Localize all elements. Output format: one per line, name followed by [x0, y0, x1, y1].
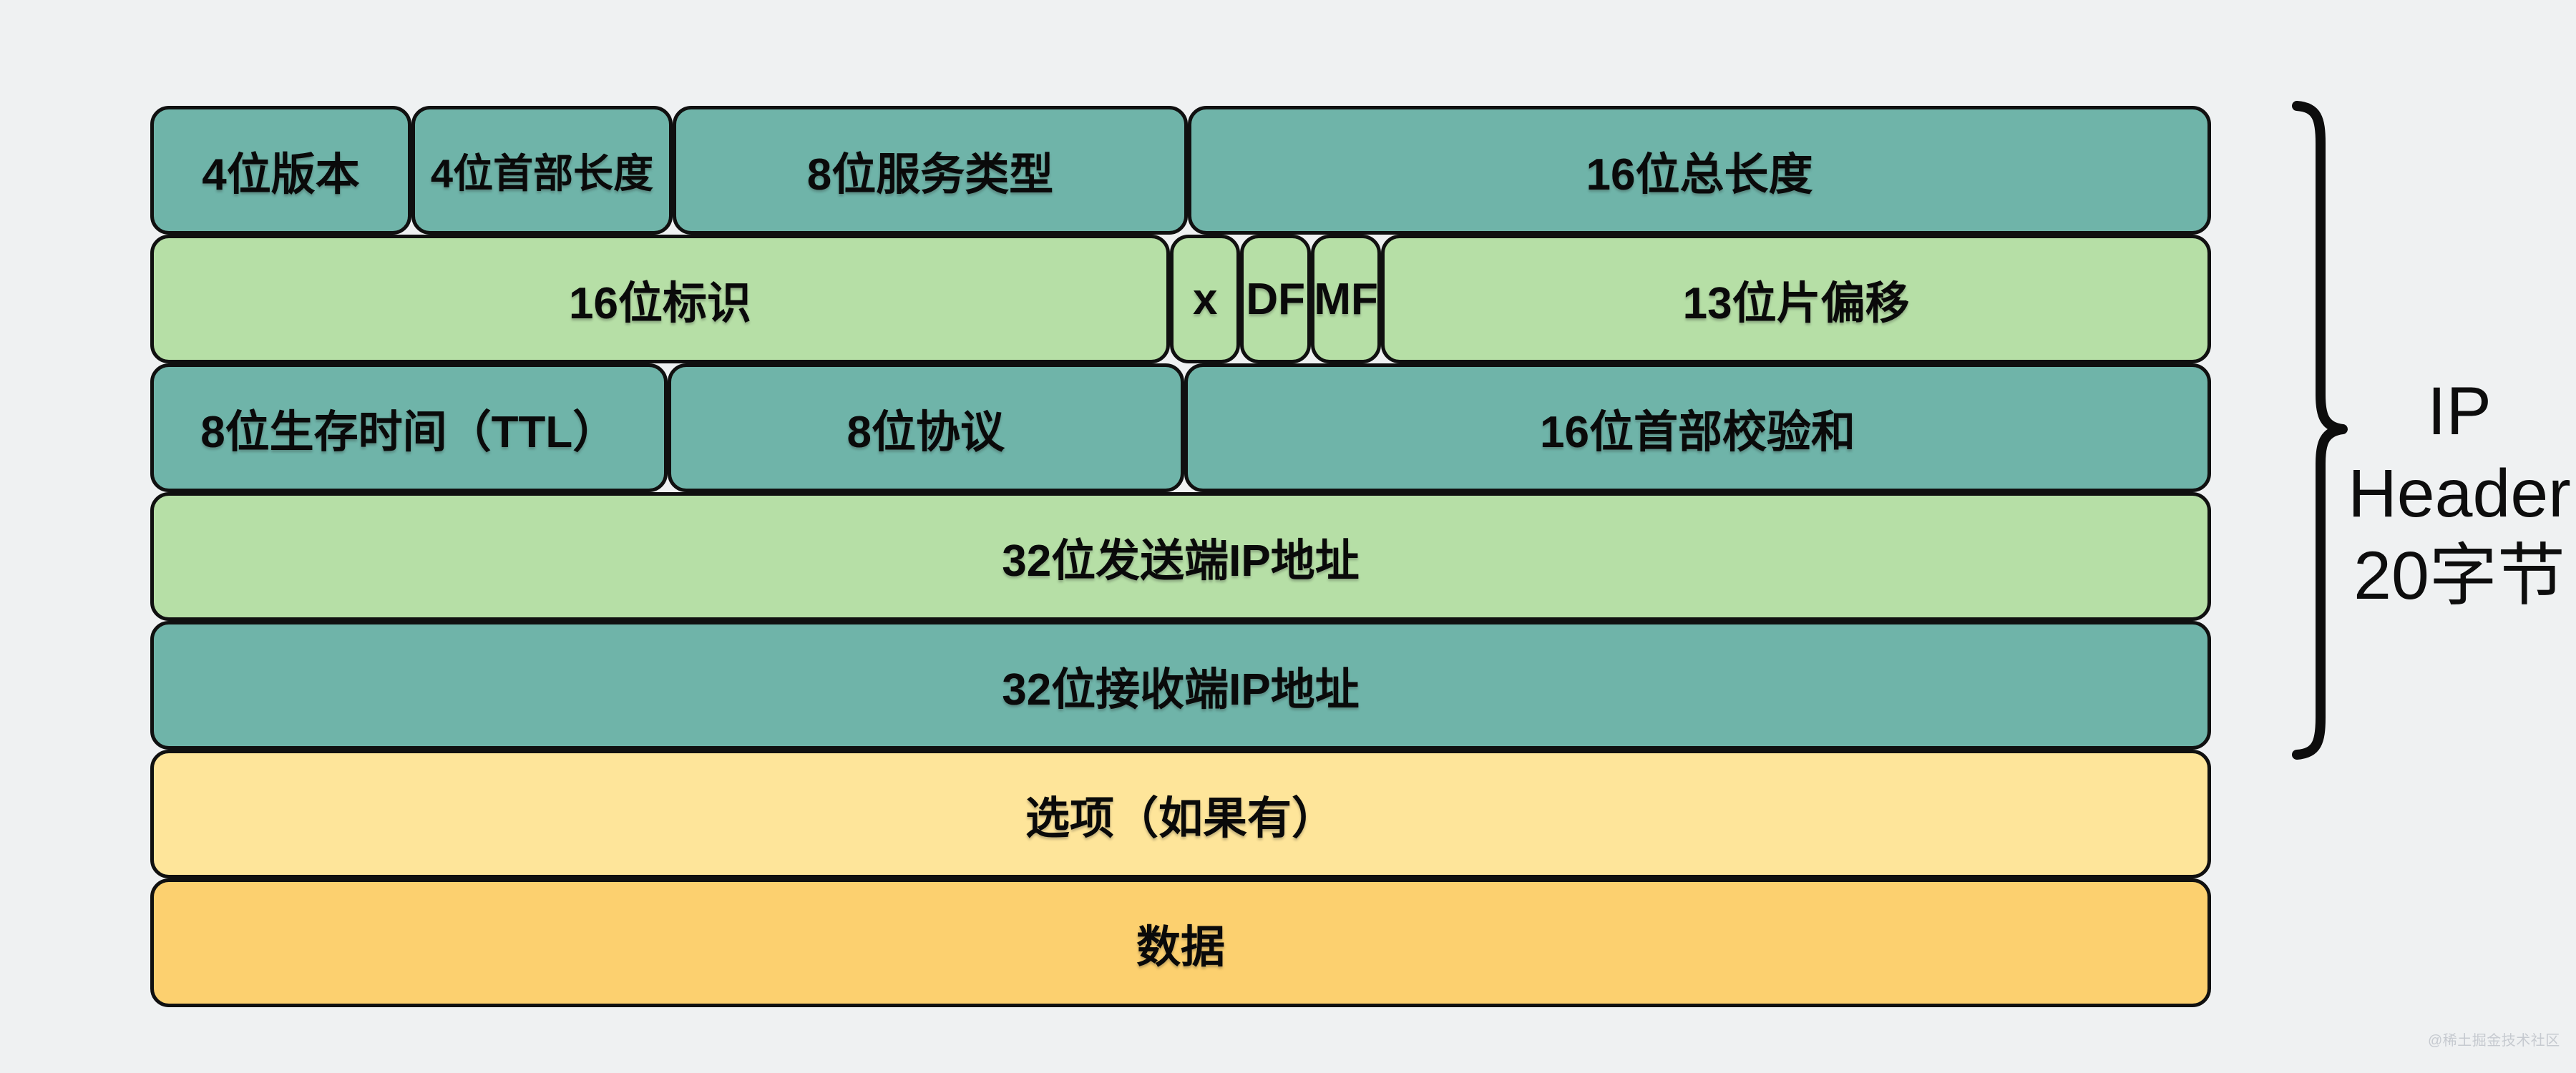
cell-flag-x: x: [1170, 235, 1241, 363]
cell-version: 4位版本: [150, 106, 411, 235]
row-word2: 16位标识 x DF MF 13位片偏移: [150, 235, 2211, 363]
ip-header-size-label-line2: Header: [2348, 456, 2571, 531]
cell-dest-ip: 32位接收端IP地址: [150, 621, 2211, 750]
ip-header-size-label-line3: 20字节: [2353, 538, 2565, 614]
ip-header-size-label-line1: IP: [2427, 373, 2492, 449]
cell-options: 选项（如果有）: [150, 750, 2211, 878]
row-data: 数据: [150, 878, 2211, 1007]
watermark-text: @稀土掘金技术社区: [2428, 1033, 2560, 1049]
ip-header-size-label: IP Header 20字节: [2345, 371, 2574, 617]
row-options: 选项（如果有）: [150, 750, 2211, 878]
cell-ttl: 8位生存时间（TTL）: [150, 363, 668, 492]
cell-identification: 16位标识: [150, 235, 1170, 363]
cell-protocol: 8位协议: [667, 363, 1184, 492]
ip-header-diagram: 4位版本 4位首部长度 8位服务类型 16位总长度 16位标识 x DF MF …: [150, 106, 2211, 1007]
row-word3: 8位生存时间（TTL） 8位协议 16位首部校验和: [150, 363, 2211, 492]
row-word4: 32位发送端IP地址: [150, 492, 2211, 621]
row-word5: 32位接收端IP地址: [150, 621, 2211, 750]
cell-data: 数据: [150, 878, 2211, 1007]
cell-source-ip: 32位发送端IP地址: [150, 492, 2211, 621]
cell-header-checksum: 16位首部校验和: [1184, 363, 2211, 492]
row-word1: 4位版本 4位首部长度 8位服务类型 16位总长度: [150, 106, 2211, 235]
cell-total-length: 16位总长度: [1188, 106, 2211, 235]
cell-flag-df: DF: [1240, 235, 1311, 363]
cell-flag-mf: MF: [1310, 235, 1382, 363]
cell-service-type: 8位服务类型: [673, 106, 1188, 235]
cell-header-length: 4位首部长度: [411, 106, 673, 235]
cell-fragment-offset: 13位片偏移: [1381, 235, 2211, 363]
